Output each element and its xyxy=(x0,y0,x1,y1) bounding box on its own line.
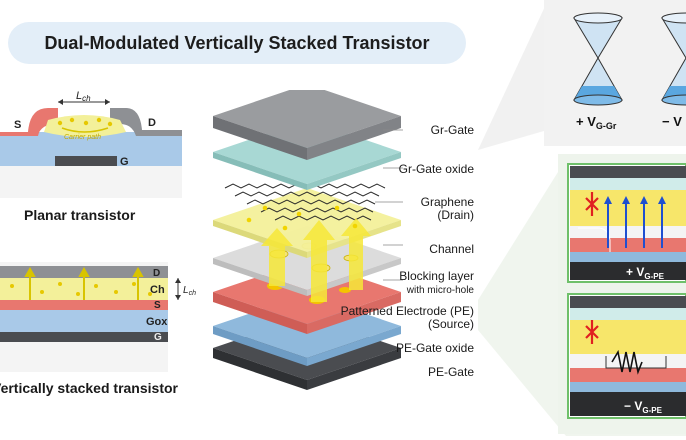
planar-carrier-path-label: Carrier path xyxy=(64,134,101,141)
vertical-caption: Vertically stacked transistor xyxy=(0,380,178,396)
planar-channel xyxy=(44,115,126,137)
vertical-gate-layer xyxy=(0,332,168,342)
planar-gate-label: G xyxy=(120,156,129,168)
dirac-cone-panel: + VG-Gr − V xyxy=(478,0,686,150)
label-channel: Channel xyxy=(429,242,474,256)
planar-caption: Planar transistor xyxy=(24,207,136,223)
layer-gr-gate xyxy=(213,90,401,148)
label-pe-gate: PE-Gate xyxy=(427,365,474,379)
vertical-channel-label: Ch xyxy=(150,284,165,296)
band-panel-positive: + VG-PE xyxy=(567,163,686,283)
cross-mark-icon xyxy=(585,192,599,216)
label-patterned-electrode: Patterned Electrode (PE) (Source) xyxy=(340,304,474,331)
dirac-cone-positive xyxy=(573,12,623,106)
vertical-gate-oxide-label: Gox xyxy=(146,316,168,328)
vertical-gate-label: G xyxy=(154,332,162,343)
label-graphene: Graphene (Drain) xyxy=(420,195,474,222)
dirac-cone-negative xyxy=(661,12,686,106)
band-panel-negative-label: − VG-PE xyxy=(624,399,663,415)
title-banner: Dual-Modulated Vertically Stacked Transi… xyxy=(8,22,466,64)
cone-positive-label: + VG-Gr xyxy=(576,114,617,131)
planar-lch-label: Lch xyxy=(76,90,91,103)
planar-gate xyxy=(55,156,117,166)
page-title: Dual-Modulated Vertically Stacked Transi… xyxy=(44,32,430,53)
label-leader-lines xyxy=(375,129,403,281)
vertical-transistor-diagram: D Ch S Gox G Lch xyxy=(0,262,196,372)
vertical-drain-label: D xyxy=(153,268,160,279)
planar-drain-electrode xyxy=(110,108,182,136)
label-gr-gate-oxide: Gr-Gate oxide xyxy=(398,162,474,176)
band-panels: + VG-PE − VG-PE xyxy=(478,154,686,436)
resistor-icon xyxy=(611,349,643,375)
cross-mark-icon xyxy=(585,320,599,344)
vertical-source-label: S xyxy=(154,300,161,311)
planar-source-label: S xyxy=(14,119,21,131)
vertical-source-layer xyxy=(0,300,168,310)
label-blocking-layer: Blocking layer with micro-hole xyxy=(399,269,474,297)
planar-source-electrode xyxy=(0,108,58,136)
cone-negative-label: − V xyxy=(662,114,682,129)
vertical-lch-label: Lch xyxy=(183,285,196,297)
band-panel-positive-flow-arrows xyxy=(607,202,663,248)
label-pe-gate-oxide: PE-Gate oxide xyxy=(395,341,474,355)
carrier-flow-arrows xyxy=(261,218,371,302)
vertical-gate-oxide-layer xyxy=(0,310,168,332)
vertical-carrier-arrows xyxy=(24,266,144,300)
band-panel-positive-label: + VG-PE xyxy=(626,265,665,281)
exploded-stack-diagram xyxy=(213,90,403,390)
band-panel-negative: − VG-PE xyxy=(567,293,686,419)
planar-transistor-diagram: Lch Carrier path S D G xyxy=(0,90,182,198)
label-gr-gate: Gr-Gate xyxy=(430,123,474,137)
planar-drain-label: D xyxy=(148,117,156,129)
planar-carrier-arrow xyxy=(61,127,109,133)
